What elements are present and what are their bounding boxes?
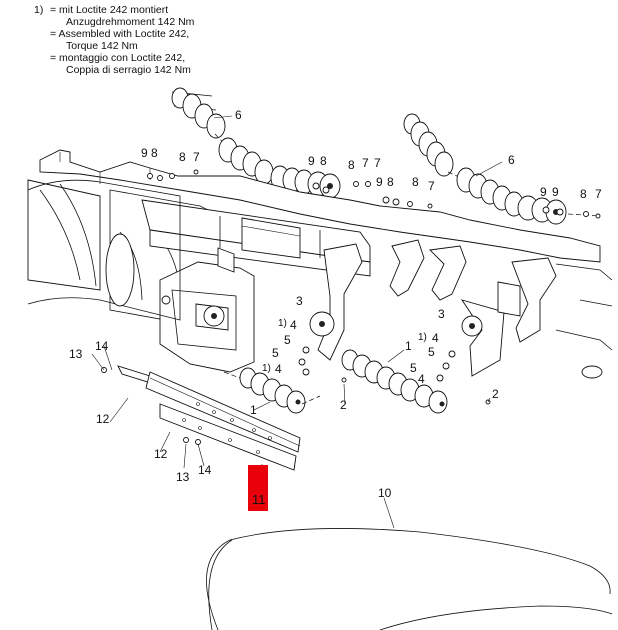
callout-8: 8 bbox=[179, 150, 186, 164]
upper-right-roller bbox=[403, 113, 601, 225]
callout-8: 8 bbox=[320, 154, 327, 168]
callout-1: 1 bbox=[250, 403, 257, 417]
callout-11: 11 bbox=[252, 492, 266, 507]
callout-labels: 6 6 9 8 8 7 9 8 8 7 7 9 8 8 7 9 9 8 7 3 … bbox=[69, 108, 602, 500]
callout-7: 7 bbox=[595, 187, 602, 201]
callout-4: 4 bbox=[432, 331, 439, 345]
callout-6: 6 bbox=[235, 108, 242, 122]
callout-2: 2 bbox=[492, 387, 499, 401]
callout-9: 9 bbox=[540, 185, 547, 199]
callout-8: 8 bbox=[348, 158, 355, 172]
callout-14: 14 bbox=[95, 339, 109, 353]
leader-lines bbox=[91, 115, 503, 529]
callout-9: 9 bbox=[376, 175, 383, 189]
callout-5: 5 bbox=[410, 361, 417, 375]
legend-line-de-2: Anzugdrehmoment 142 Nm bbox=[66, 16, 195, 28]
callout-8: 8 bbox=[412, 175, 419, 189]
callout-5: 5 bbox=[272, 346, 279, 360]
callout-loctite: 1) bbox=[278, 318, 287, 329]
legend-line-en-2: Torque 142 Nm bbox=[66, 40, 138, 52]
callout-4: 4 bbox=[275, 362, 282, 376]
callout-13: 13 bbox=[176, 470, 190, 484]
callout-loctite: 1) bbox=[262, 363, 271, 374]
highlight-box bbox=[248, 465, 268, 511]
callout-1: 1 bbox=[405, 339, 412, 353]
callout-8: 8 bbox=[580, 187, 587, 201]
callout-7: 7 bbox=[362, 156, 369, 170]
legend-line-de-1: = mit Loctite 242 montiert bbox=[50, 4, 169, 16]
belt-cover bbox=[206, 528, 613, 630]
callout-10: 10 bbox=[378, 486, 392, 500]
callout-12: 12 bbox=[154, 447, 168, 461]
highlighted-part-11: 11 bbox=[248, 465, 268, 511]
left-bracket bbox=[159, 247, 255, 373]
right-end-drum bbox=[555, 263, 613, 379]
legend-line-it-2: Coppia di serragio 142 Nm bbox=[66, 64, 191, 76]
callout-9: 9 bbox=[141, 146, 148, 160]
callout-9: 9 bbox=[308, 154, 315, 168]
callout-2: 2 bbox=[340, 398, 347, 412]
callout-12: 12 bbox=[96, 412, 110, 426]
callout-13: 13 bbox=[69, 347, 83, 361]
callout-4: 4 bbox=[418, 372, 425, 386]
callout-8: 8 bbox=[387, 175, 394, 189]
legend-line-it-1: = montaggio con Loctite 242, bbox=[50, 52, 186, 64]
callout-8: 8 bbox=[151, 146, 158, 160]
fasteners bbox=[101, 169, 601, 445]
callout-7: 7 bbox=[428, 179, 435, 193]
callout-7: 7 bbox=[374, 156, 381, 170]
callout-14: 14 bbox=[198, 463, 212, 477]
arm-brackets bbox=[309, 239, 557, 377]
callout-3: 3 bbox=[438, 307, 445, 321]
callout-3: 3 bbox=[296, 294, 303, 308]
callout-5: 5 bbox=[284, 333, 291, 347]
legend-line-en-1: = Assembled with Loctite 242, bbox=[50, 28, 190, 40]
front-roller-right bbox=[341, 349, 448, 414]
callout-loctite: 1) bbox=[418, 332, 427, 343]
callout-4: 4 bbox=[290, 318, 297, 332]
upper-left-roller bbox=[171, 87, 341, 199]
front-roller-left bbox=[223, 367, 321, 414]
legend-marker: 1) bbox=[34, 4, 44, 16]
callout-9: 9 bbox=[552, 185, 559, 199]
callout-6: 6 bbox=[508, 153, 515, 167]
callout-5: 5 bbox=[428, 345, 435, 359]
scraper-strips bbox=[117, 365, 301, 471]
end-drum bbox=[27, 179, 181, 321]
callout-7: 7 bbox=[193, 150, 200, 164]
